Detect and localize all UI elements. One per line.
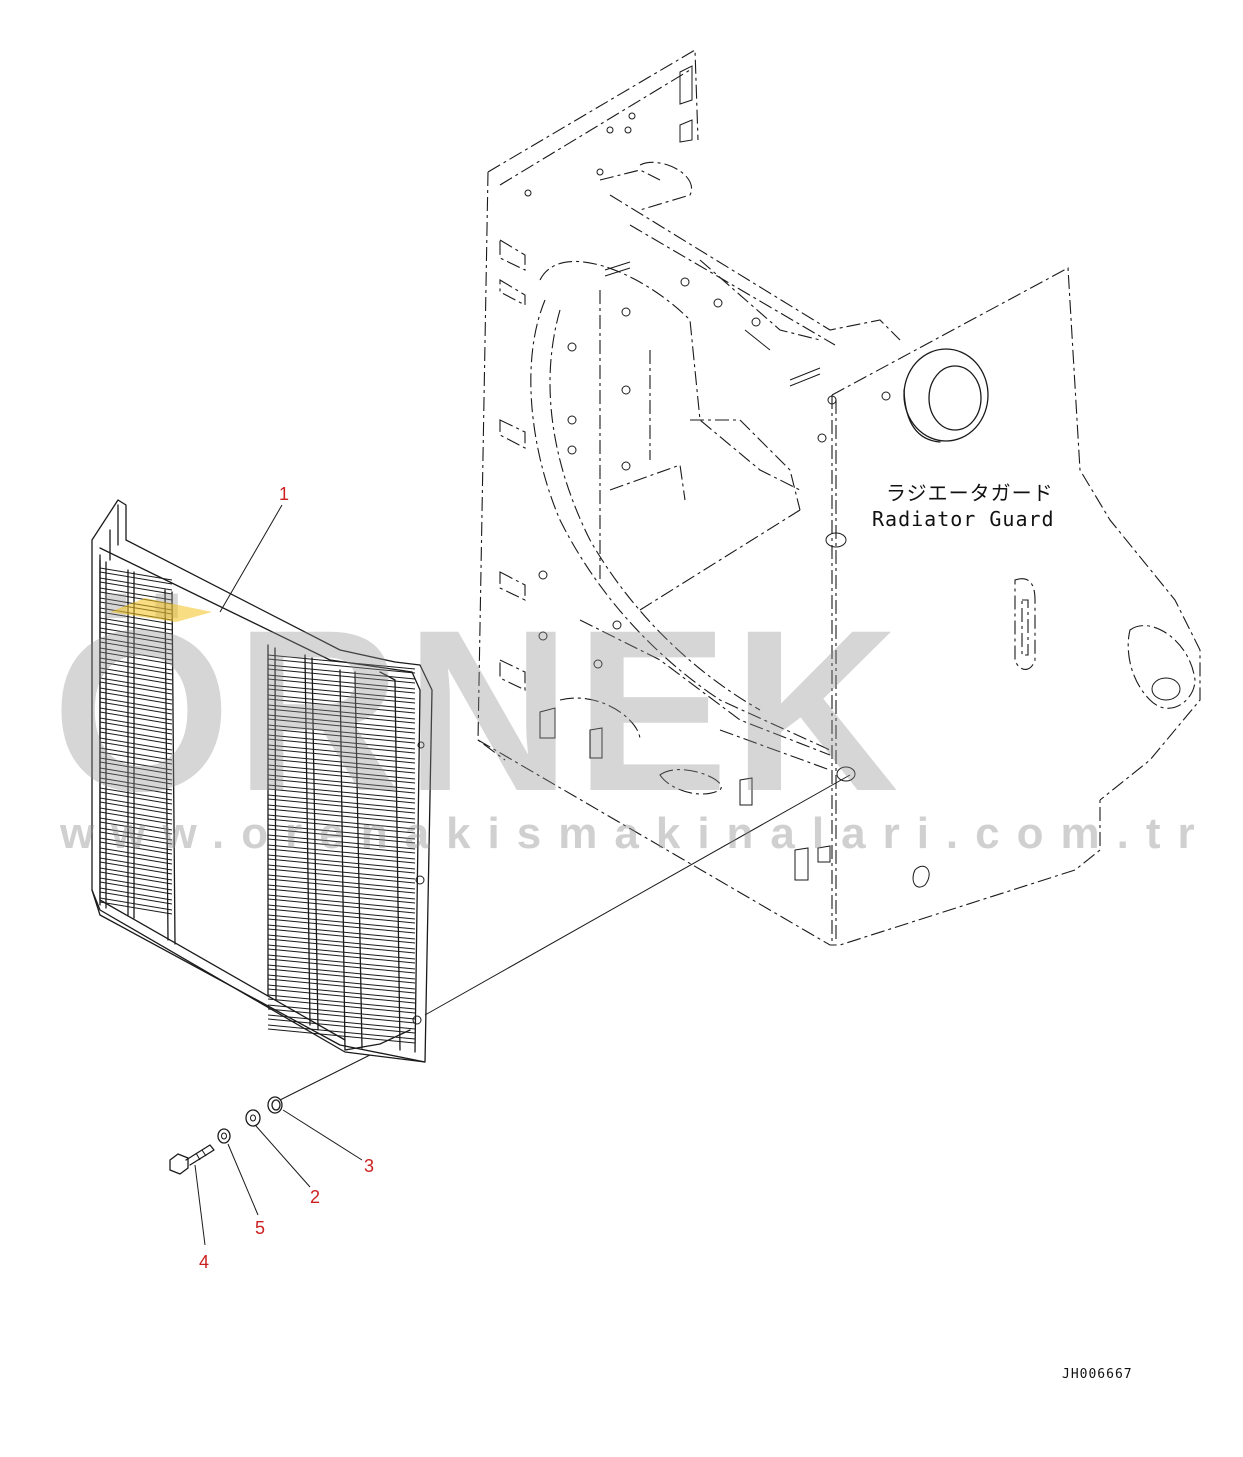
guard-slat [99,737,173,755]
guard-slat [267,1024,416,1044]
guard-slat [267,974,416,994]
guard-slat [267,824,416,844]
guard-slat [99,887,173,905]
radiator-guard-part [91,499,433,1063]
guard-slat [99,797,173,815]
guard-slat [267,924,416,944]
guard-slat [267,714,416,734]
guard-slat [267,704,416,724]
guard-slat [267,744,416,764]
guard-slat [267,964,416,984]
guard-slat [267,734,416,754]
guard-slat [99,567,173,585]
guard-slat [267,1014,416,1034]
guard-slat [267,774,416,794]
guard-slat [267,804,416,824]
guard-slat [99,877,173,895]
guard-slat [99,657,173,675]
guard-slat [267,954,416,974]
guard-slat [267,904,416,924]
guard-slat [99,837,173,855]
guard-slat [99,857,173,875]
assembly-center-line [279,774,851,1101]
callout-5: 5 [255,1218,265,1238]
guard-slat [267,784,416,804]
leader-lines [194,504,363,1246]
guard-slat [267,664,416,684]
guard-slat [267,844,416,864]
callout-4: 4 [199,1252,209,1272]
guard-slat [267,884,416,904]
spring-washer-part [217,1128,231,1144]
guard-slat [99,777,173,795]
guard-slat [267,724,416,744]
guard-slat [267,754,416,774]
callout-1: 1 [279,484,289,504]
guard-slat [99,577,173,595]
guard-slat [267,1004,416,1024]
guard-slat [267,764,416,784]
guard-slat [99,897,173,915]
guard-slat [99,727,173,745]
watermark: ÖRNEK www.orenakismakinalari.com.tr [52,582,1212,858]
guard-slat [267,854,416,874]
guard-slat [99,687,173,705]
callout-2: 2 [310,1187,320,1207]
guard-slat [99,867,173,885]
guard-slat [99,617,173,635]
guard-slat [99,847,173,865]
guard-slats-left [99,567,173,915]
guard-slat [267,674,416,694]
washer-part [245,1109,261,1127]
guard-slat [267,694,416,714]
japanese-label: ラジエータガード [886,481,1054,505]
guard-slat [267,684,416,704]
document-id: JH006667 [1062,1367,1133,1382]
guard-slat [99,767,173,785]
guard-slat [267,994,416,1014]
guard-slats-right [267,654,416,1044]
guard-slat [99,817,173,835]
bolt-part [169,1144,215,1175]
watermark-brand: ÖRNEK [52,582,903,839]
guard-slat [267,934,416,954]
guard-slat [99,627,173,645]
guard-slat [99,807,173,825]
guard-slat [267,984,416,1004]
guard-slat [99,707,173,725]
spacer-part [267,1096,283,1114]
guard-slat [267,814,416,834]
guard-slat [267,944,416,964]
guard-slat [267,864,416,884]
guard-slat [267,654,416,674]
watermark-accent [110,598,212,622]
machine-frame [477,49,1201,946]
watermark-url: www.orenakismakinalari.com.tr [59,809,1212,858]
guard-slat [99,647,173,665]
guard-slat [99,827,173,845]
guard-slat [267,894,416,914]
guard-slat [267,834,416,854]
guard-slat [267,874,416,894]
guard-slat [99,667,173,685]
guard-slat [99,637,173,655]
guard-slat [267,914,416,934]
guard-slat [99,697,173,715]
guard-slat [99,757,173,775]
callout-3: 3 [364,1156,374,1176]
guard-slat [99,717,173,735]
guard-slat [267,794,416,814]
english-label: Radiator Guard [872,507,1055,531]
guard-slat [99,747,173,765]
guard-slat [99,787,173,805]
guard-slat [99,677,173,695]
